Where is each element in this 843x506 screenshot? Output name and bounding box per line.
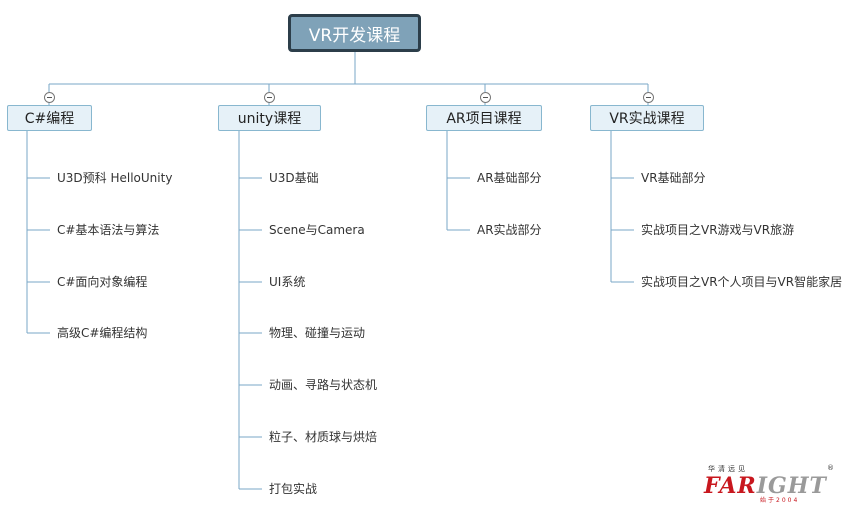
branch-label: C#编程 [24,111,75,127]
branch-node-ar[interactable]: AR项目课程 [426,105,542,131]
leaf-topic[interactable]: U3D基础 [269,171,319,185]
leaf-topic[interactable]: AR基础部分 [477,171,542,185]
leaf-topic[interactable]: Scene与Camera [269,223,365,237]
leaf-topic[interactable]: 实战项目之VR个人项目与VR智能家居 [641,275,843,289]
leaf-topic[interactable]: UI系统 [269,275,306,289]
logo-brand-gray: IGHT [756,473,827,499]
leaf-topic[interactable]: C#基本语法与算法 [57,223,160,237]
leaf-topic[interactable]: 打包实战 [269,482,318,496]
leaf-topic[interactable]: 物理、碰撞与运动 [269,326,366,340]
logo-wordmark: FARIGHT [704,473,827,499]
collapse-toggle-icon[interactable] [264,92,275,103]
logo-top-text: 华清远见 [708,465,748,473]
leaf-topic[interactable]: AR实战部分 [477,223,542,237]
logo-brand-red: FAR [704,473,757,499]
branch-node-vr[interactable]: VR实战课程 [590,105,704,131]
branch-label: AR项目课程 [446,111,522,127]
branch-label: unity课程 [237,111,302,127]
leaf-topic[interactable]: C#面向对象编程 [57,275,148,289]
leaf-topic[interactable]: VR基础部分 [641,171,706,185]
branch-node-unity[interactable]: unity课程 [218,105,321,131]
collapse-toggle-icon[interactable] [480,92,491,103]
collapse-toggle-icon[interactable] [643,92,654,103]
farsight-logo: 华清远见 FARIGHT ® 始于2004 [700,464,840,504]
leaf-topic[interactable]: 高级C#编程结构 [57,326,148,340]
root-node[interactable]: VR开发课程 [288,14,421,52]
leaf-topic[interactable]: 粒子、材质球与烘焙 [269,430,378,444]
leaf-topic[interactable]: 实战项目之VR游戏与VR旅游 [641,223,795,237]
collapse-toggle-icon[interactable] [44,92,55,103]
leaf-topic[interactable]: 动画、寻路与状态机 [269,378,378,392]
leaf-topic[interactable]: U3D预科 HelloUnity [57,171,173,185]
branch-node-csharp[interactable]: C#编程 [7,105,92,131]
logo-sub-text: 始于2004 [760,497,800,504]
root-node-label: VR开发课程 [308,25,401,46]
branch-label: VR实战课程 [609,111,685,127]
registered-mark: ® [827,464,834,472]
